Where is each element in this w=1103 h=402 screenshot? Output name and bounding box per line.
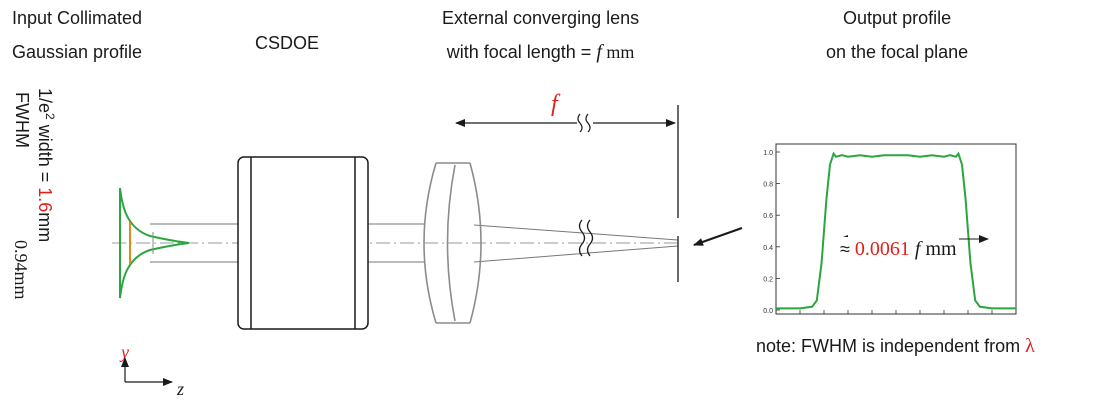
gaussian-curve — [119, 187, 190, 299]
lens-label-f: f — [596, 41, 602, 63]
converging-lens — [423, 162, 482, 324]
focal-length-symbol: f — [551, 91, 558, 117]
input-label-line2: Gaussian profile — [12, 42, 143, 62]
y-tick-label: 0.6 — [763, 213, 773, 220]
note-prefix: note: FWHM is independent from — [756, 336, 1026, 356]
pointer-arrow — [693, 226, 743, 247]
beam-converge-upper — [473, 224, 679, 241]
y-tick-label: 0.2 — [763, 276, 773, 283]
fwhm-out-approx: ≈ — [840, 239, 855, 259]
axis-y-label: y — [121, 342, 129, 362]
input-label: Input Collimated Gaussian profile — [12, 6, 142, 64]
focal-break-marks — [577, 113, 591, 133]
note-lambda: λ — [1025, 335, 1035, 357]
output-label-line2: on the focal plane — [826, 42, 969, 62]
lens-label-line1: External converging lens — [442, 8, 640, 28]
note-text: note: FWHM is independent from λ — [756, 334, 1035, 358]
fwhm-out-label: ≈ 0.0061 f mm — [838, 237, 959, 261]
csdoe-label: CSDOE — [255, 33, 320, 53]
y-tick-label: 0.8 — [763, 182, 773, 189]
y-tick-label: 0.4 — [763, 245, 773, 252]
beam-converge-lower — [473, 245, 679, 263]
axis-z-label: z — [177, 379, 185, 399]
fwhm-out-value: 0.0061 — [854, 238, 910, 260]
plot-frame — [775, 143, 1017, 315]
lens-label-unit: mm — [601, 42, 635, 62]
output-label-line1: Output profile — [843, 8, 952, 28]
output-profile-plot: 0.0 0.2 0.4 0.6 0.8 1.0 — [763, 143, 1017, 315]
input-label-line1: Input Collimated — [12, 8, 143, 28]
csdoe-element — [237, 156, 369, 330]
lens-label-prefix: with focal length = — [446, 42, 597, 62]
profile-curve — [776, 151, 1016, 310]
output-label: Output profile on the focal plane — [826, 6, 968, 64]
fwhm-out-f: f — [909, 238, 921, 260]
y-tick-label: 1.0 — [763, 150, 773, 157]
fwhm-out-unit: mm — [920, 238, 957, 260]
lens-label: External converging lens with focal leng… — [442, 6, 639, 64]
lens-label-line2: with focal length = f mm — [442, 40, 639, 64]
y-tick-label: 0.0 — [763, 308, 773, 315]
beam-break-marks — [578, 219, 594, 257]
